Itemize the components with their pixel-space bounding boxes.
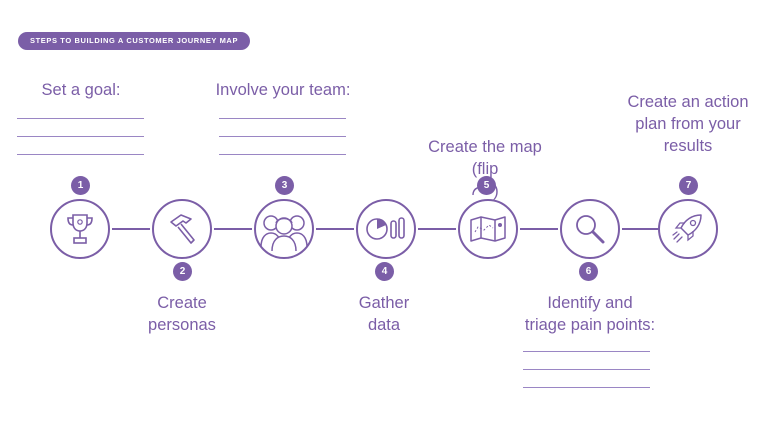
write-line (523, 369, 650, 370)
step-5-label-text: Create the map (flip (428, 138, 542, 178)
data-chart-icon (366, 217, 405, 240)
magnifier-icon (576, 215, 605, 244)
connector-line (418, 228, 456, 230)
write-line (523, 351, 650, 352)
step-6-circle (560, 199, 620, 259)
connector-line (622, 228, 660, 230)
write-line (219, 154, 346, 155)
step-3-label: Involve your team: (215, 81, 351, 99)
step-5-label: Create the map (flip ) (428, 138, 542, 200)
team-icon (260, 215, 308, 251)
write-line (523, 387, 650, 388)
step-6-label: Identify and triage pain points: (524, 294, 656, 334)
rocket-icon (672, 214, 702, 243)
step-4-circle (356, 199, 416, 259)
hammer-icon (170, 214, 195, 244)
trophy-icon (67, 214, 93, 244)
connector-line (112, 228, 150, 230)
step-7-label: Create an action plan from your results (627, 93, 749, 155)
step-2-circle (152, 199, 212, 259)
step-1-number: 1 (71, 176, 90, 195)
write-line (17, 136, 144, 137)
step-7-circle (658, 199, 718, 259)
step-1-label: Set a goal: (41, 81, 121, 99)
connector-line (316, 228, 354, 230)
step-5-number: 5 (477, 176, 496, 195)
connector-line (520, 228, 558, 230)
step-5-circle (458, 199, 518, 259)
write-line (17, 118, 144, 119)
step-4-label: Gather data (358, 294, 410, 334)
step-3-circle (254, 199, 314, 259)
step-1-circle (50, 199, 110, 259)
write-line (219, 136, 346, 137)
step-7-number: 7 (679, 176, 698, 195)
step-6-number: 6 (579, 262, 598, 281)
write-line (17, 154, 144, 155)
map-icon (470, 216, 506, 242)
step-2-label: Create personas (148, 294, 216, 334)
step-3-number: 3 (275, 176, 294, 195)
section-title-badge: STEPS TO BUILDING A CUSTOMER JOURNEY MAP (18, 32, 251, 50)
step-4-number: 4 (375, 262, 394, 281)
step-2-number: 2 (173, 262, 192, 281)
connector-line (214, 228, 252, 230)
write-line (219, 118, 346, 119)
